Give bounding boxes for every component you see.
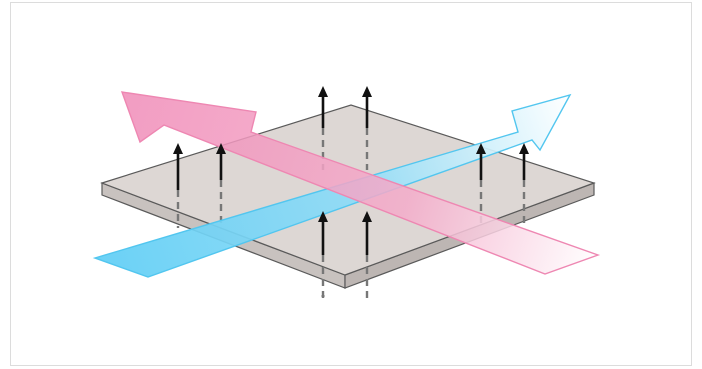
arrowhead-icon — [362, 86, 372, 97]
arrowhead-icon — [362, 211, 372, 222]
arrowhead-icon — [216, 143, 226, 154]
arrowhead-icon — [519, 143, 529, 154]
arrowhead-icon — [318, 211, 328, 222]
upward-arrows — [176, 95, 526, 255]
arrowhead-icon — [173, 143, 183, 154]
arrowhead-icon — [318, 86, 328, 97]
pink-arrow — [120, 91, 601, 275]
blue-arrow — [92, 93, 572, 278]
upward-arrow-heads — [173, 86, 529, 222]
arrowhead-icon — [476, 143, 486, 154]
